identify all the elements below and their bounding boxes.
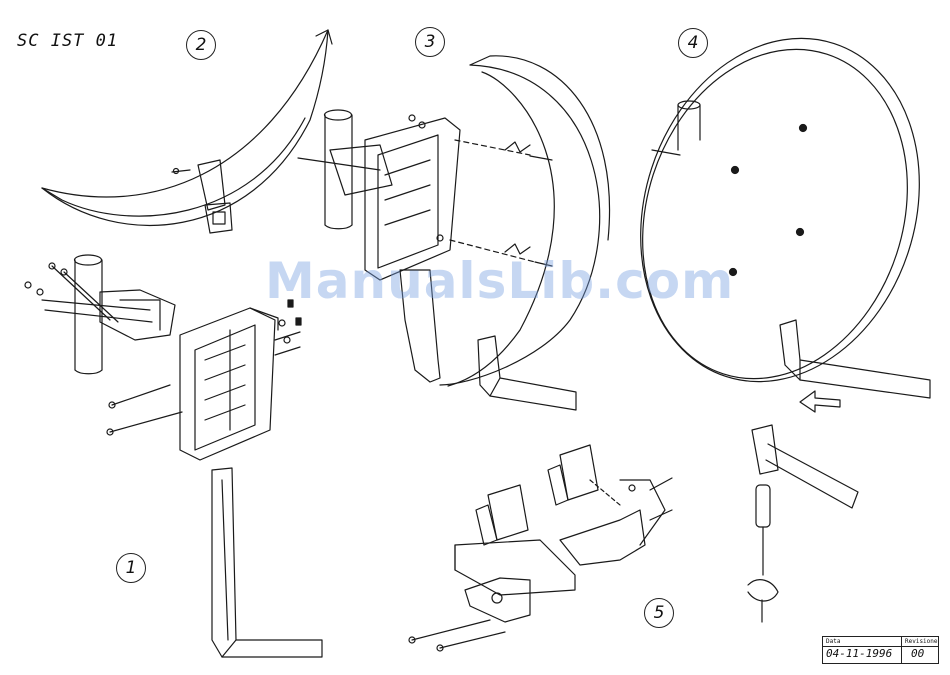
- watermark: ManualsLib.com: [265, 252, 734, 310]
- step3-bolts: [505, 142, 552, 266]
- step-number-1: 1: [116, 553, 146, 583]
- drawing-code: SC IST 01: [17, 31, 118, 51]
- step-number-3: 3: [415, 27, 445, 57]
- screwdriver-tool: [748, 485, 778, 622]
- step4-push-arrow: [800, 391, 840, 412]
- step3-dish-side: [440, 56, 610, 386]
- step4-arm: [780, 320, 930, 398]
- step1-u-clamp: [25, 263, 175, 340]
- step1-support-arm: [212, 468, 322, 657]
- revision-value: 00: [911, 647, 924, 660]
- step5-arm-clamp: [455, 480, 665, 622]
- step2-reflector-dish: [42, 30, 332, 225]
- title-block-divider: [901, 637, 902, 663]
- title-block: Data Revisione 04-11-1996 00: [822, 636, 939, 664]
- hammer-tool: [752, 425, 858, 508]
- step-number-2: 2: [186, 30, 216, 60]
- revision-label: Revisione: [905, 638, 938, 645]
- step5-bolts: [409, 478, 672, 651]
- step3-bolts-dashed: [450, 140, 535, 262]
- step3-mast-pole: [325, 110, 353, 229]
- step1-mounting-bracket: [180, 308, 278, 460]
- date-label: Data: [826, 638, 840, 645]
- step-number-4: 4: [678, 28, 708, 58]
- step-number-5: 5: [644, 598, 674, 628]
- step5-lnb-holders: [476, 445, 598, 545]
- date-value: 04-11-1996: [826, 647, 892, 660]
- step4-dish-front: [598, 2, 950, 418]
